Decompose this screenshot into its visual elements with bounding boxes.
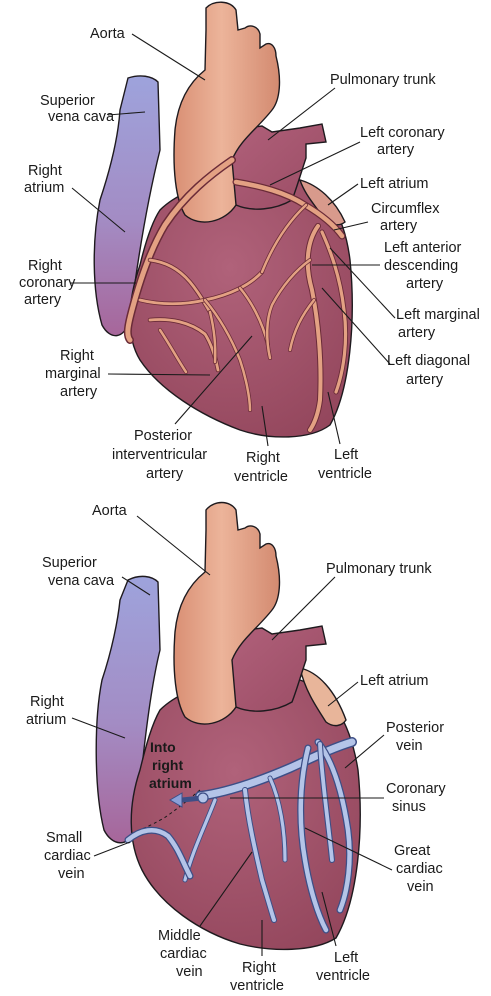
bottom-left-atrium (299, 667, 347, 727)
top-label-right-ventricle-1: Right (246, 450, 280, 466)
top-label-right-marginal-artery-3: artery (60, 384, 98, 400)
top-label-circumflex-artery-1: Circumflex (371, 201, 440, 217)
top-label-right-ventricle-2: ventricle (234, 469, 288, 485)
top-label-lad-2: descending (384, 258, 458, 274)
bottom-label-left-ventricle-1: Left (334, 950, 358, 966)
bottom-label-middle-cardiac-vein-1: Middle (158, 928, 201, 944)
top-label-right-marginal-artery-1: Right (60, 348, 94, 364)
top-label-left-marginal-artery-2: artery (398, 325, 436, 341)
bottom-label-superior-vena-cava-1: Superior (42, 555, 97, 571)
bottom-label-great-cardiac-vein-1: Great (394, 843, 430, 859)
top-label-aorta: Aorta (90, 26, 126, 42)
bottom-aorta (173, 501, 281, 725)
bottom-heart (95, 501, 361, 951)
bottom-label-left-ventricle-2: ventricle (316, 968, 370, 984)
top-label-left-atrium: Left atrium (360, 176, 429, 192)
bottom-label-coronary-sinus-2: sinus (392, 799, 426, 815)
top-label-left-marginal-artery-1: Left marginal (396, 307, 480, 323)
top-label-pulmonary-trunk: Pulmonary trunk (330, 72, 436, 88)
bottom-label-right-ventricle-2: ventricle (230, 978, 284, 994)
bottom-label-pulmonary-trunk: Pulmonary trunk (326, 561, 432, 577)
top-label-left-coronary-artery-1: Left coronary (360, 125, 445, 141)
bottom-label-coronary-sinus-1: Coronary (386, 781, 446, 797)
top-label-posterior-interventricular-artery-1: Posterior (134, 428, 192, 444)
top-label-left-coronary-artery-2: artery (377, 142, 415, 158)
bottom-superior-vena-cava (95, 575, 161, 844)
bottom-label-superior-vena-cava-2: vena cava (48, 573, 115, 589)
bottom-label-small-cardiac-vein-3: vein (58, 866, 85, 882)
bottom-label-small-cardiac-vein-2: cardiac (44, 848, 91, 864)
bottom-label-middle-cardiac-vein-2: cardiac (160, 946, 207, 962)
top-labels: Aorta Superior vena cava Pulmonary trunk… (19, 26, 480, 485)
bottom-label-aorta: Aorta (92, 503, 128, 519)
top-label-right-coronary-artery-3: artery (24, 292, 62, 308)
top-label-right-atrium-2: atrium (24, 180, 64, 196)
top-label-left-ventricle-1: Left (334, 447, 358, 463)
bottom-label-right-ventricle-1: Right (242, 960, 276, 976)
top-label-lad-1: Left anterior (384, 240, 462, 256)
top-aorta (173, 1, 281, 223)
top-label-lad-3: artery (406, 276, 444, 292)
top-label-superior-vena-cava-1: Superior (40, 93, 95, 109)
top-label-right-atrium-1: Right (28, 163, 62, 179)
bottom-label-right-atrium-2: atrium (26, 712, 66, 728)
top-label-left-diagonal-artery-2: artery (406, 372, 444, 388)
top-label-posterior-interventricular-artery-2: interventricular (112, 447, 207, 463)
bottom-label-middle-cardiac-vein-3: vein (176, 964, 203, 980)
top-label-right-coronary-artery-1: Right (28, 258, 62, 274)
bottom-label-great-cardiac-vein-3: vein (407, 879, 434, 895)
top-label-right-marginal-artery-2: marginal (45, 366, 101, 382)
top-label-posterior-interventricular-artery-3: artery (146, 466, 184, 482)
top-superior-vena-cava (93, 75, 161, 337)
bottom-label-small-cardiac-vein-1: Small (46, 830, 82, 846)
bottom-label-posterior-vein-1: Posterior (386, 720, 444, 736)
bottom-label-right-atrium-1: Right (30, 694, 64, 710)
top-heart (93, 1, 353, 438)
top-label-left-diagonal-artery-1: Left diagonal (387, 353, 470, 369)
bottom-label-great-cardiac-vein-2: cardiac (396, 861, 443, 877)
bottom-labels: Aorta Superior vena cava Pulmonary trunk… (26, 503, 446, 994)
top-label-right-coronary-artery-2: coronary (19, 275, 76, 291)
bottom-label-left-atrium: Left atrium (360, 673, 429, 689)
bottom-label-into-right-atrium-1: Into (150, 739, 176, 755)
bottom-label-into-right-atrium-2: right (152, 757, 183, 773)
top-label-left-ventricle-2: ventricle (318, 466, 372, 482)
top-left-atrium (298, 178, 346, 226)
bottom-label-posterior-vein-2: vein (396, 738, 423, 754)
bottom-label-into-right-atrium-3: atrium (149, 775, 192, 791)
top-label-circumflex-artery-2: artery (380, 218, 418, 234)
top-label-superior-vena-cava-2: vena cava (48, 109, 115, 125)
